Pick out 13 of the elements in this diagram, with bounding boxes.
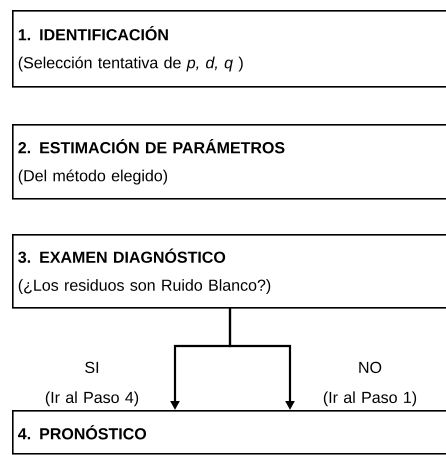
description: (Selección tentativa de p, d, q ) — [18, 56, 243, 72]
heading: 4. PRONÓSTICO — [18, 425, 146, 440]
edge-label: NO (Ir al Paso 1) — [324, 362, 416, 406]
heading: 2. ESTIMACIÓN DE PARÁMETROS — [18, 139, 284, 154]
step-box — [12, 410, 446, 455]
description: (Del método elegido) — [18, 169, 168, 185]
step-box — [12, 234, 446, 309]
edge-label: SI (Ir al Paso 4) — [46, 362, 138, 406]
description: (¿Los residuos son Ruido Blanco?) — [18, 279, 270, 294]
step-box — [12, 124, 446, 200]
step-box — [12, 10, 446, 88]
heading: 1. IDENTIFICACIÓN — [18, 26, 168, 40]
heading: 3. EXAMEN DIAGNÓSTICO — [18, 248, 226, 263]
